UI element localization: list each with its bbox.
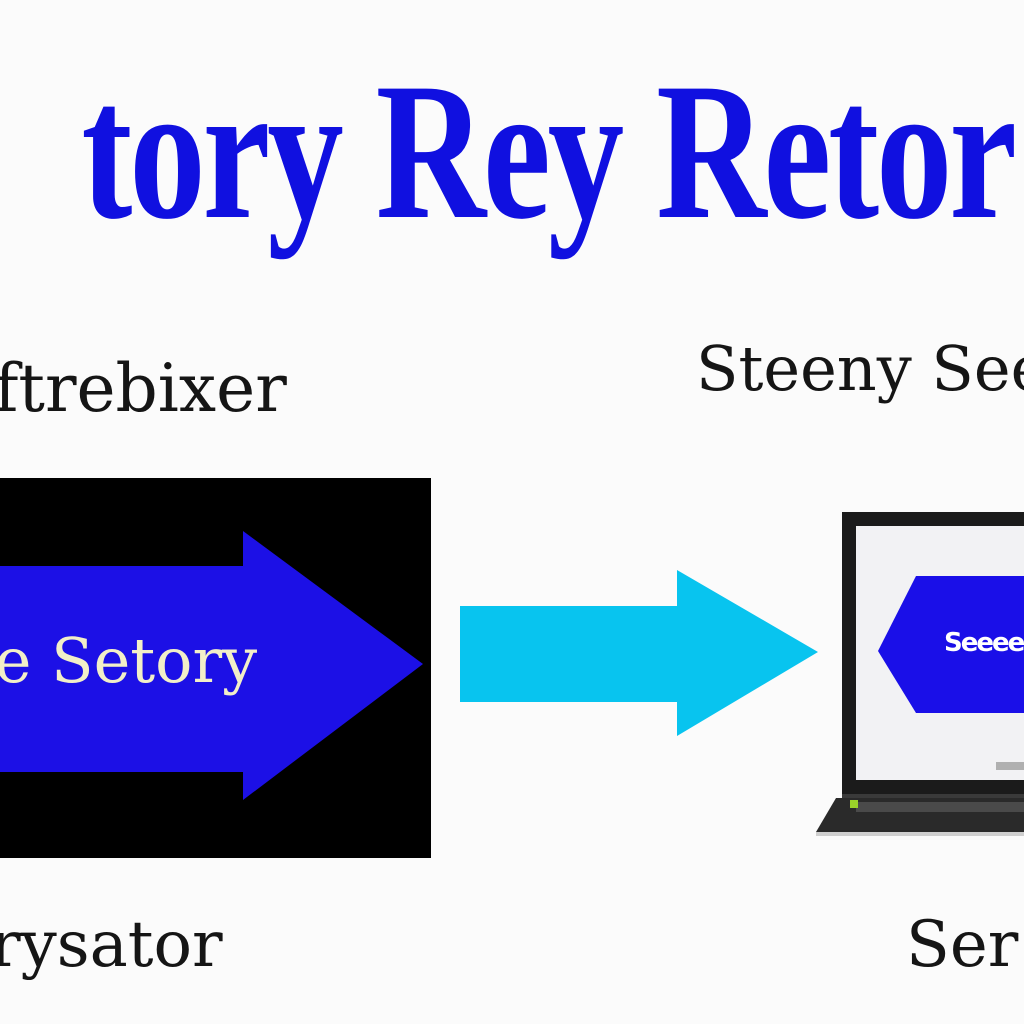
laptop: Seeee (816, 510, 1024, 846)
left-panel: ee Setory (0, 478, 431, 858)
label-bottom-left: rysator (0, 908, 223, 982)
laptop-icon (816, 512, 1024, 836)
label-top-left: ftrebixer (0, 350, 287, 427)
blue-arrow-icon (0, 531, 423, 800)
label-top-right: Steeny See (696, 332, 1024, 405)
connector-arrow-icon (460, 570, 818, 736)
label-bottom-right: Ser (906, 908, 1019, 982)
laptop-screen-text: Seeee (944, 628, 1024, 658)
left-arrow-text: ee Setory (0, 624, 258, 697)
headline-title: tory Rey Retor R (81, 43, 1024, 260)
